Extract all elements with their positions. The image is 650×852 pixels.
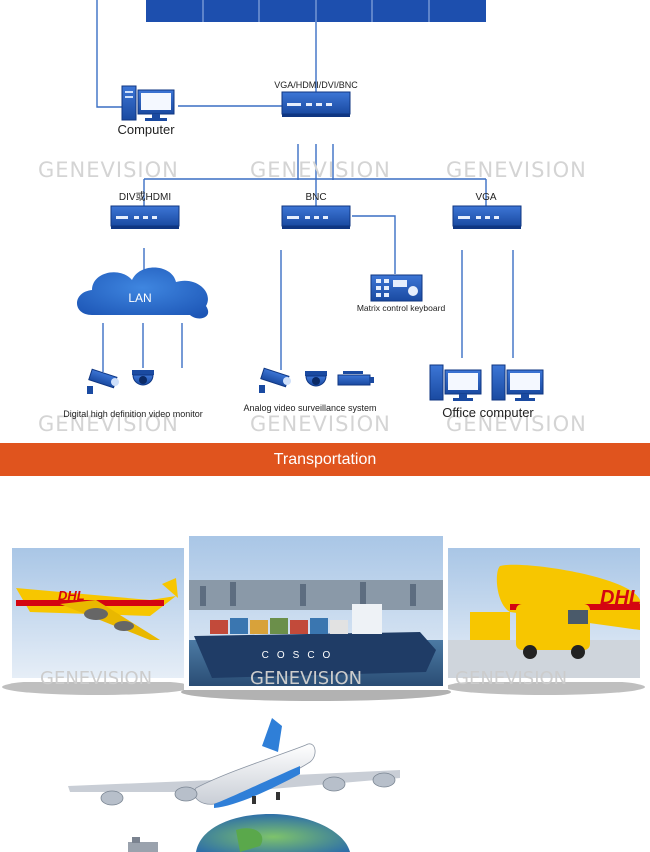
dome-camera-icon — [305, 371, 327, 387]
watermark: GENEVISION — [250, 412, 391, 436]
vga-device-icon — [452, 205, 522, 229]
dome-camera-icon — [132, 370, 154, 386]
watermark: GENEVISION — [40, 668, 152, 689]
digital-monitor-label: Digital high definition video monitor — [63, 409, 203, 419]
dhl-van-photo: DHL GENEVISION — [444, 544, 644, 689]
van-logo: DHL — [600, 587, 641, 609]
office-computer-icon — [429, 364, 482, 401]
bullet-camera-icon — [87, 368, 119, 394]
plane-logo: DHL — [58, 588, 85, 603]
transportation-banner: Transportation — [0, 443, 650, 476]
watermark: GENEVISION — [455, 668, 567, 689]
office-computer-label: Office computer — [442, 405, 534, 420]
box-camera-icon — [337, 371, 374, 386]
office-computer-icon — [491, 364, 544, 401]
watermark: GENEVISION — [250, 158, 391, 182]
watermark: GENEVISION — [38, 412, 179, 436]
switch-label: VGA/HDMI/DVI/BNC — [274, 80, 358, 90]
bullet-camera-icon — [259, 367, 291, 393]
lan-cloud-icon — [77, 267, 209, 319]
computer-label: Computer — [117, 122, 175, 137]
dhl-plane-photo: DHL GENEVISION — [8, 544, 188, 689]
node-label-bnc: BNC — [305, 192, 326, 203]
computer-icon — [121, 85, 175, 121]
airplane-illustration — [68, 718, 400, 808]
analog-system-label: Analog video surveillance system — [243, 403, 376, 413]
connection-lines — [96, 0, 514, 372]
matrix-switch-icon — [281, 91, 351, 117]
keyboard-label: Matrix control keyboard — [357, 303, 446, 313]
keyboard-icon — [370, 274, 423, 302]
node-label-vga: VGA — [475, 192, 496, 203]
ship-logo: COSCO — [262, 650, 339, 661]
node-label-dvi-hdmi: DIV或HDMI — [119, 191, 171, 203]
watermarks: GENEVISION GENEVISION GENEVISION GENEVIS… — [38, 158, 587, 436]
watermark: GENEVISION — [250, 668, 362, 689]
globe-illustration — [128, 814, 350, 852]
banner-title: Transportation — [273, 451, 377, 468]
dvi-hdmi-device-icon — [110, 205, 180, 229]
watermark: GENEVISION — [446, 412, 587, 436]
watermark: GENEVISION — [38, 158, 179, 182]
watermark: GENEVISION — [446, 158, 587, 182]
cosco-ship-photo: COSCO GENEVISION — [184, 532, 448, 690]
top-display-wall — [146, 0, 486, 22]
lan-label: LAN — [128, 291, 151, 305]
bnc-device-icon — [281, 205, 351, 229]
